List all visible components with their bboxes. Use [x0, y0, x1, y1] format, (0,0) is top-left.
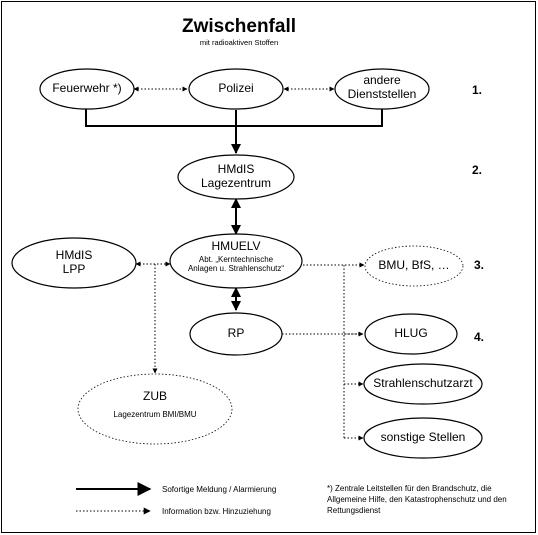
zub-name: ZUB	[143, 389, 167, 403]
bmu-bfs-label: BMU, BfS, …	[378, 258, 450, 272]
diagram-title: Zwischenfall	[181, 16, 297, 37]
hmdis-lpp-node[interactable]	[11, 237, 137, 289]
hmdis-lagezentrum-label: HMdIS Lagezentrum	[178, 162, 294, 191]
solid-connectors	[85, 108, 383, 311]
andere-line1: andere	[363, 73, 401, 87]
feuerwehr-node[interactable]	[39, 68, 135, 110]
hmuelv-name: HMUELV	[211, 239, 261, 253]
hlug-label: HLUG	[394, 326, 428, 340]
hmdis-lpp-label: HMdIS LPP	[12, 248, 136, 277]
andere-dienststellen-node[interactable]	[334, 68, 430, 110]
polizei-node[interactable]	[188, 68, 284, 110]
dotted-connectors	[133, 86, 365, 441]
bmu-bfs-node[interactable]	[364, 245, 464, 287]
feuerwehr-label: Feuerwehr *)	[52, 81, 122, 95]
hmdis-lpp-line1: HMdIS	[55, 248, 93, 262]
zub-node[interactable]	[77, 373, 233, 445]
sonstige-stellen-node[interactable]	[363, 417, 483, 459]
hmdis-lage-line2: Lagezentrum	[200, 175, 272, 190]
andere-dienststellen-label: andere Dienststellen	[335, 73, 429, 102]
hlug-node[interactable]	[364, 313, 458, 355]
diagram-subtitle: mit radioaktiven Stoffen	[199, 38, 279, 47]
hmdis-lage-line1: HMdIS	[217, 162, 255, 176]
footnote: *) Zentrale Leitstellen für den Brandsch…	[327, 484, 507, 515]
hmuelv-sub2: Anlagen u. Strahlenschutz“	[187, 263, 285, 273]
hmuelv-node[interactable]	[169, 233, 303, 289]
level-4-marker: 4.	[473, 330, 484, 344]
strahlenschutzarzt-node[interactable]	[363, 363, 483, 405]
level-3-marker: 3.	[473, 258, 484, 272]
polizei-label: Polizei	[218, 81, 254, 95]
hmdis-lpp-line2: LPP	[62, 261, 86, 276]
legend-dotted-label: Information bzw. Hinzuziehung	[162, 507, 271, 516]
hmuelv-label: HMUELV Abt. „Kerntechnische Anlagen u. S…	[170, 239, 302, 273]
andere-line2: Dienststellen	[347, 86, 417, 101]
strahlenschutzarzt-label: Strahlenschutzarzt	[373, 376, 473, 390]
level-2-marker: 2.	[471, 163, 482, 177]
legend-solid-label: Sofortige Meldung / Alarmierung	[162, 485, 277, 494]
rp-label: RP	[227, 326, 245, 340]
zub-label: ZUB Lagezentrum BMI/BMU	[78, 389, 232, 419]
hmuelv-sub1: Abt. „Kerntechnische	[198, 254, 274, 264]
rp-node[interactable]	[189, 312, 283, 356]
level-1-marker: 1.	[471, 83, 482, 97]
sonstige-stellen-label: sonstige Stellen	[380, 430, 466, 444]
hmdis-lagezentrum-node[interactable]	[177, 154, 295, 200]
zub-sub: Lagezentrum BMI/BMU	[113, 409, 197, 419]
